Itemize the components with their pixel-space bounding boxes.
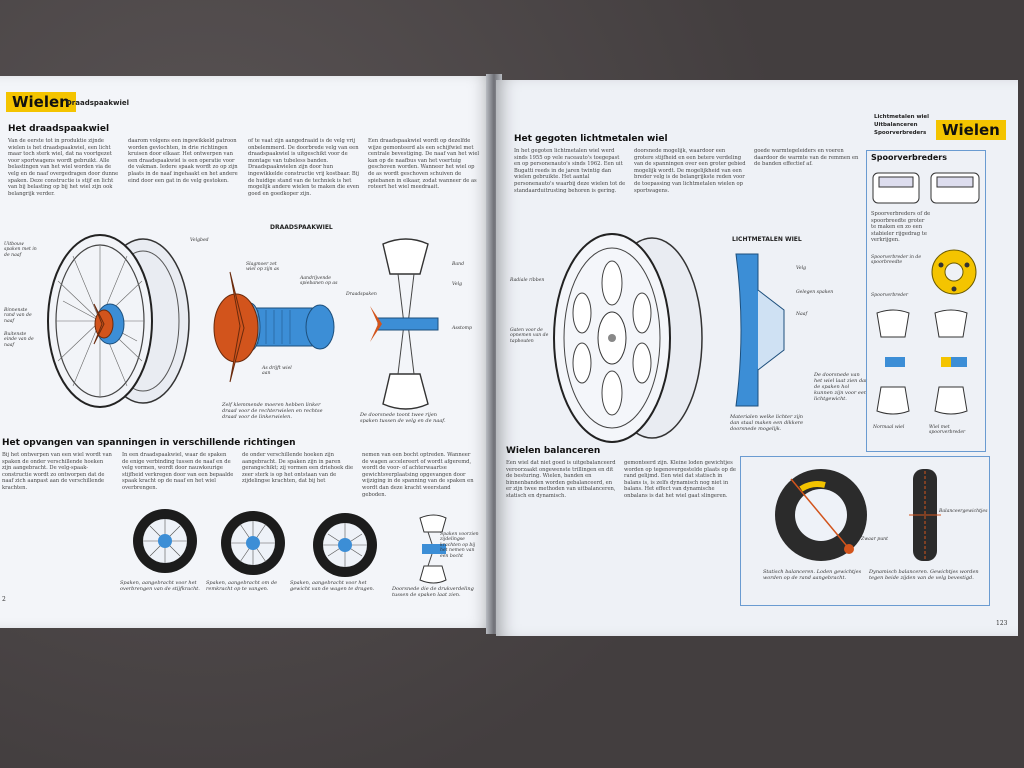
section-tag-right: Wielen (936, 120, 1006, 140)
label-wide-wheel: Wiel met spoorverbreder (929, 425, 966, 436)
right-subtitle-2: Uitbalanceren (874, 122, 918, 128)
label-splines: Aandrijvende spiebanen op as (300, 276, 338, 287)
label-drive: As drijft wiel aan (262, 366, 292, 377)
track-spacer-text: Spoorverbreders of de spoorbreedte grote… (871, 211, 931, 244)
wheel-load-spokes-illustration (313, 513, 377, 577)
label-velg: Velg (452, 282, 463, 287)
label-knockoff: Slagmoer zet wiel op zijn as (246, 262, 280, 273)
right-page: Lichtmetalen wiel Uitbalanceren Spoorver… (496, 80, 1018, 636)
label-hub: Naaf (796, 312, 808, 317)
label-band: Band (452, 262, 465, 267)
caption-material: Materialen welke lichter zijn dan staal … (730, 414, 804, 432)
left-text-col-8: nemen van een bocht optreden. Wanneer de… (362, 452, 474, 498)
label-rim: Velg (796, 266, 807, 271)
left-text-col-5: Bij het ontwerpen van een wiel wordt van… (2, 452, 112, 491)
left-heading-2: Het opvangen van spanningen in verschill… (2, 438, 296, 448)
left-heading-1: Het draadspaakwiel (8, 124, 110, 134)
caption-dynamic: Dynamisch balanceren. Gewichtjes worden … (869, 569, 979, 581)
left-page-number: 2 (2, 596, 6, 603)
wheel-brake-spokes-illustration (221, 511, 285, 575)
wheel-drive-spokes-illustration (133, 509, 197, 573)
knockoff-hub-illustration (213, 271, 335, 383)
label-inner-hub: Binnenste rand van de naaf (4, 308, 32, 324)
left-text-col-3: of te vaat zijn aangedraaid is de velg v… (248, 138, 360, 197)
label-asstomp: Asstomp (452, 326, 472, 331)
left-text-col-4: Een draadspaakwiel wordt op dezelfde wij… (368, 138, 480, 191)
track-spacer-heading: Spoorverbreders (871, 153, 947, 162)
section-tag-left: Wielen (6, 92, 76, 112)
right-diagram-title: LICHTMETALEN WIEL (732, 236, 802, 243)
label-spokes-hub: Uitbouw spaken met in de naaf (4, 242, 37, 258)
right-page-number: 123 (996, 620, 1008, 627)
caption-section-right: De doorsnede van het wiel laat zien dat … (814, 372, 868, 402)
left-subtitle: Draadspaakwiel (66, 99, 130, 107)
left-text-col-7: de onder verschillende hoeken zijn aange… (242, 452, 354, 485)
left-page: Wielen Draadspaakwiel Het draadspaakwiel… (0, 76, 492, 628)
label-lateral: Spaken voorzien zijdelingse krachten op … (440, 532, 479, 559)
caption-knockoff: Zelf klemmende moeren hebben linker draa… (222, 402, 323, 420)
caption-drive: Spaken, aangebracht voor het overbrengen… (120, 580, 200, 592)
left-text-col-1: Van de eerste tot in produktie zijnde wi… (8, 138, 119, 197)
label-bolt-holes: Gaten voor de opnemen van de tapbouten (510, 328, 549, 344)
cars-front-illustration (872, 172, 980, 204)
label-radial-ribs: Radiale ribben (510, 278, 545, 283)
label-cast-spokes: Gelegen spaken (796, 290, 834, 295)
left-diagram-title: DRAADSPAAKWIEL (270, 224, 333, 231)
left-text-col-6: In een draadspaakwiel, waar de spaken de… (122, 452, 234, 491)
right-text-col-2: doorsnede mogelijk, waardoor een grotere… (634, 148, 746, 194)
alloy-wheel-illustration (553, 233, 703, 443)
dynamic-balance-illustration (909, 469, 941, 561)
wire-wheel-illustration (47, 234, 190, 408)
right-text-col-5: gemonteerd zijn. Kleine loden gewichtjes… (624, 460, 736, 499)
wire-wheel-section-illustration (370, 238, 439, 410)
label-heavy-spot: Zwaar punt (861, 537, 888, 542)
spoke-pressure-section-illustration (419, 514, 447, 584)
label-balance-weights: Balanceergewichtjes (939, 509, 988, 514)
caption-brake: Spaken, aangebracht om de remkracht op t… (206, 580, 278, 592)
label-velgbed: Velgbed (190, 238, 209, 243)
right-heading-1: Het gegoten lichtmetalen wiel (514, 134, 668, 144)
right-text-col-1: In het gegoten lichtmetalen wiel werd si… (514, 148, 626, 194)
left-text-col-2: daarom volgens een ingewikkeld patroon w… (128, 138, 238, 184)
right-subtitle-3: Spoorverbreders (874, 130, 927, 136)
caption-load: Spaken, aangebracht voor het gewicht van… (290, 580, 375, 592)
open-book: Wielen Draadspaakwiel Het draadspaakwiel… (0, 70, 1024, 640)
label-draadspaken: Draadspaken (346, 292, 377, 297)
caption-pressure: Doorsnede die de drukverdeling tussen de… (392, 586, 474, 598)
spacer-ring-illustration (931, 249, 977, 295)
label-spacer: Spoorverbreder (871, 293, 909, 298)
alloy-section-illustration (735, 253, 785, 407)
track-spacer-box: Spoorverbreders Spoorverbreders of de sp… (866, 150, 986, 452)
right-text-col-4: Een wiel dat niet goed is uitgebalanceer… (506, 460, 616, 499)
balancing-box: Balanceergewichtjes Zwaar punt Statisch … (740, 456, 990, 606)
label-outer-hub: Buitenste einde van de naaf (4, 332, 34, 348)
right-text-col-3: goede warmtegeleiders en voeren daardoor… (754, 148, 859, 168)
right-heading-2: Wielen balanceren (506, 446, 601, 456)
caption-section-left: De doorsnede toont twee rijen spaken tus… (360, 412, 446, 424)
right-subtitle-1: Lichtmetalen wiel (874, 114, 930, 120)
label-spacer-track: Spoorverbreder in de spoorbreedte (871, 255, 922, 266)
caption-static: Statisch balanceren. Loden gewichtjes wo… (763, 569, 862, 581)
static-balance-illustration (775, 469, 867, 561)
label-normal-wheel: Normaal wiel (873, 425, 905, 430)
spacer-section-illustration (876, 309, 968, 415)
